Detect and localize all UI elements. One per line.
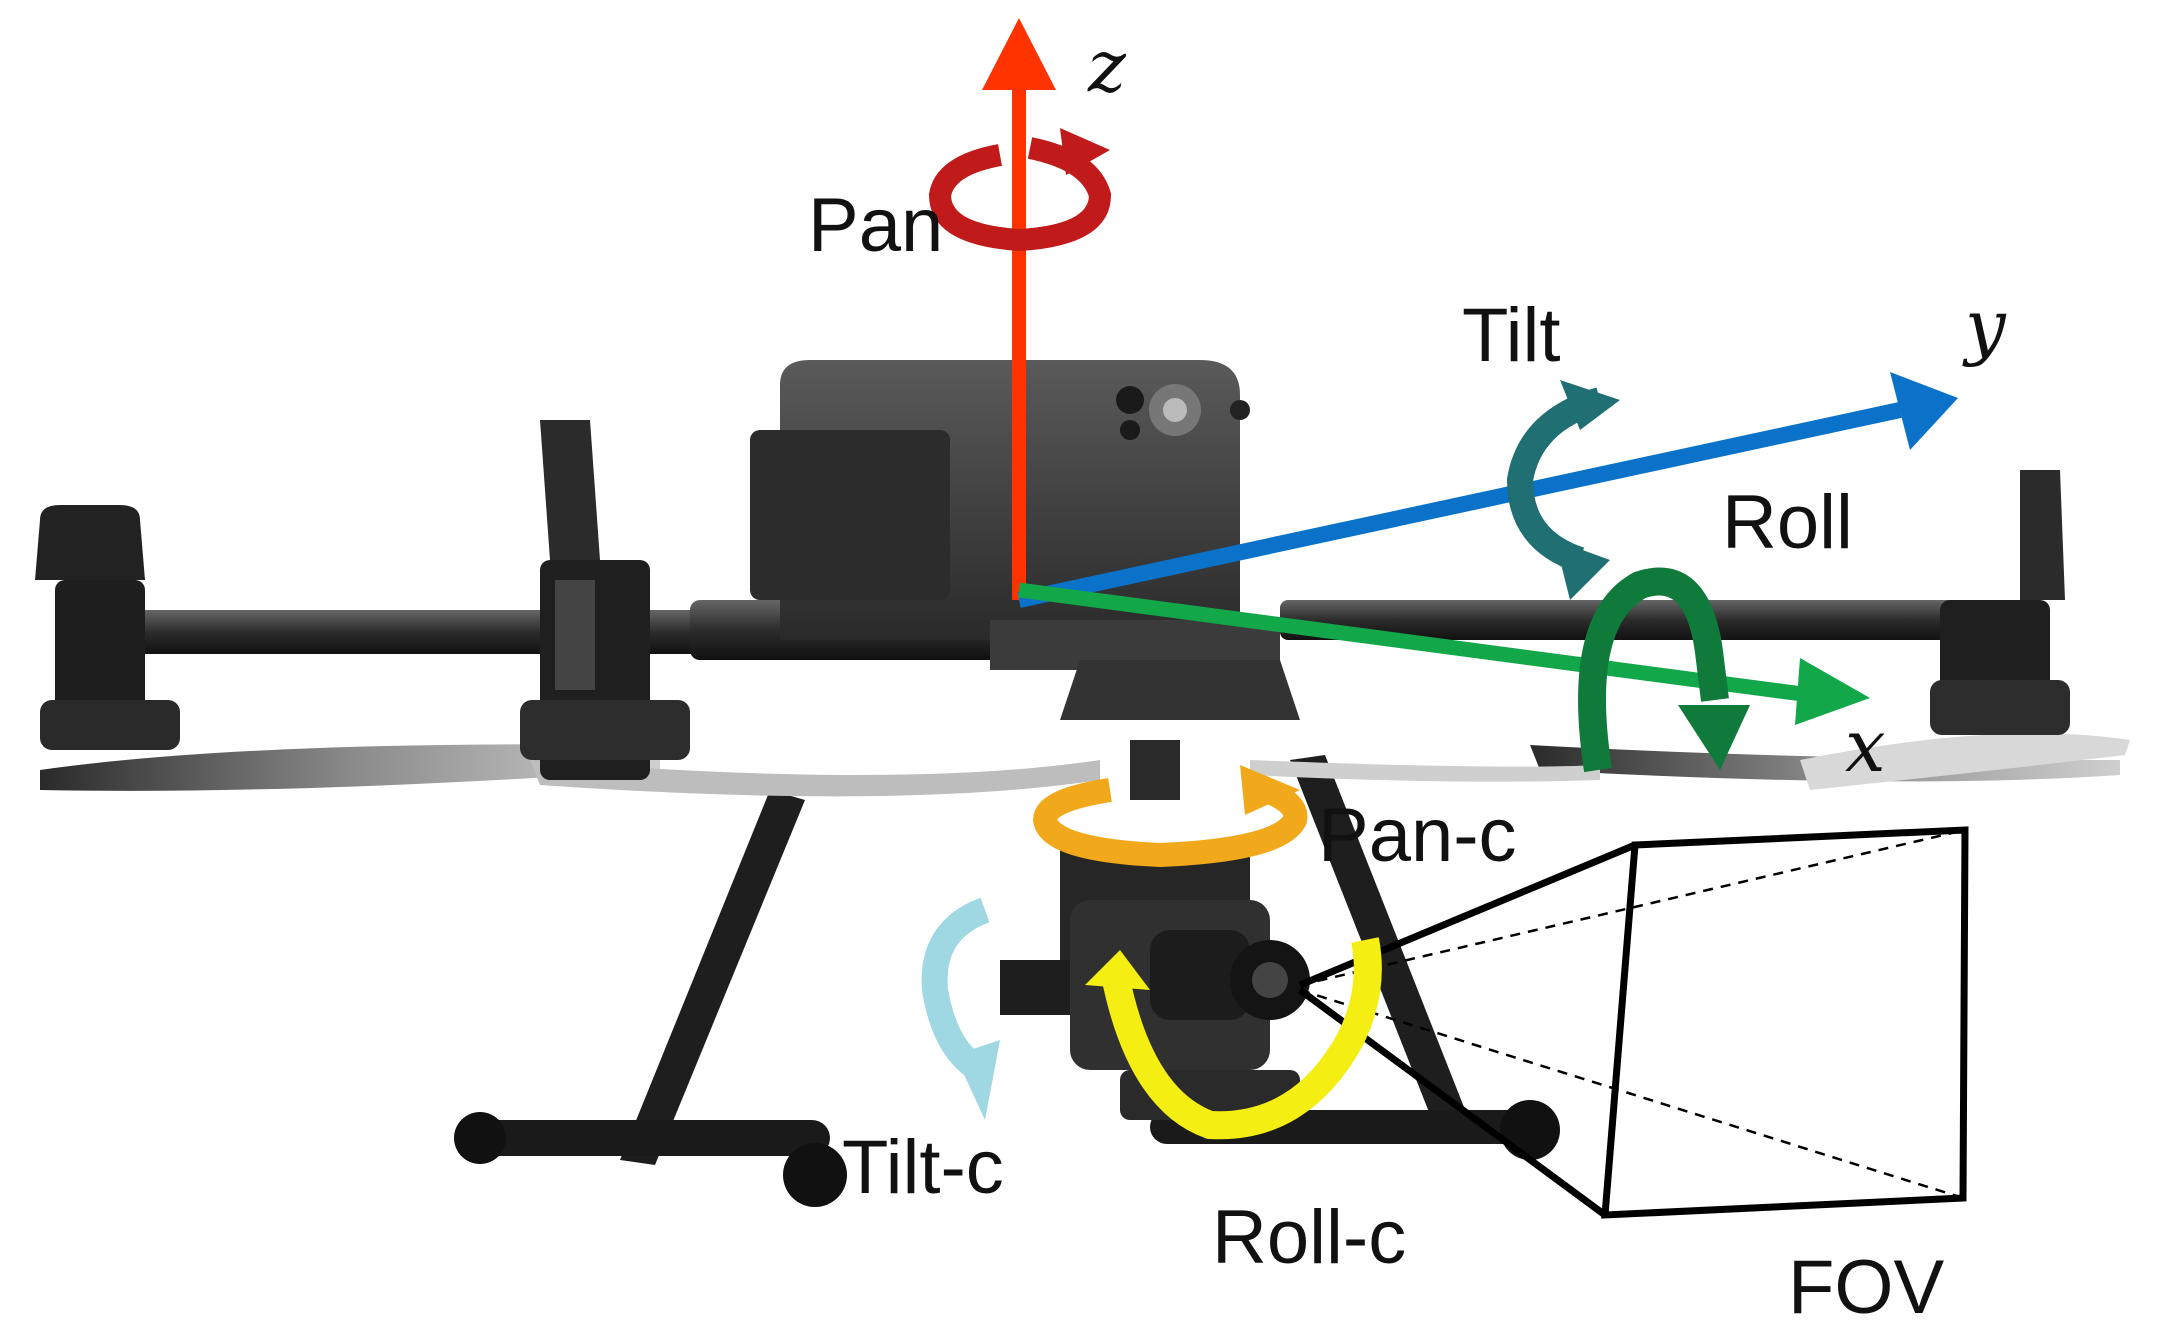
tilt-rotation-arrow <box>1506 380 1620 600</box>
motors <box>35 420 2070 780</box>
z-axis-label: z <box>1088 24 1126 108</box>
fov-label: FOV <box>1788 1245 1945 1330</box>
roll-c-label: Roll-c <box>1212 1195 1407 1280</box>
roll-c-rotation-arrow <box>1085 937 1382 1140</box>
pan-rotation-arrow <box>928 128 1112 252</box>
pan-c-rotation-arrow <box>1032 765 1308 868</box>
z-axis-arrow <box>982 18 1056 600</box>
drone-body <box>750 360 1300 720</box>
pan-c-label: Pan-c <box>1318 793 1517 878</box>
roll-rotation-arrow <box>1577 567 1750 773</box>
pan-label: Pan <box>808 183 944 268</box>
gimbal-camera <box>1000 740 1310 1120</box>
tilt-c-rotation-arrow <box>921 897 1000 1120</box>
propellers <box>40 733 2130 797</box>
y-axis-label: y <box>1965 284 2006 368</box>
x-axis-arrow <box>1018 582 1870 725</box>
tilt-c-label: Tilt-c <box>842 1125 1004 1210</box>
y-axis-arrow <box>1017 372 1958 608</box>
tilt-label: Tilt <box>1462 293 1561 378</box>
x-axis-label: x <box>1845 704 1886 788</box>
roll-label: Roll <box>1722 480 1853 565</box>
